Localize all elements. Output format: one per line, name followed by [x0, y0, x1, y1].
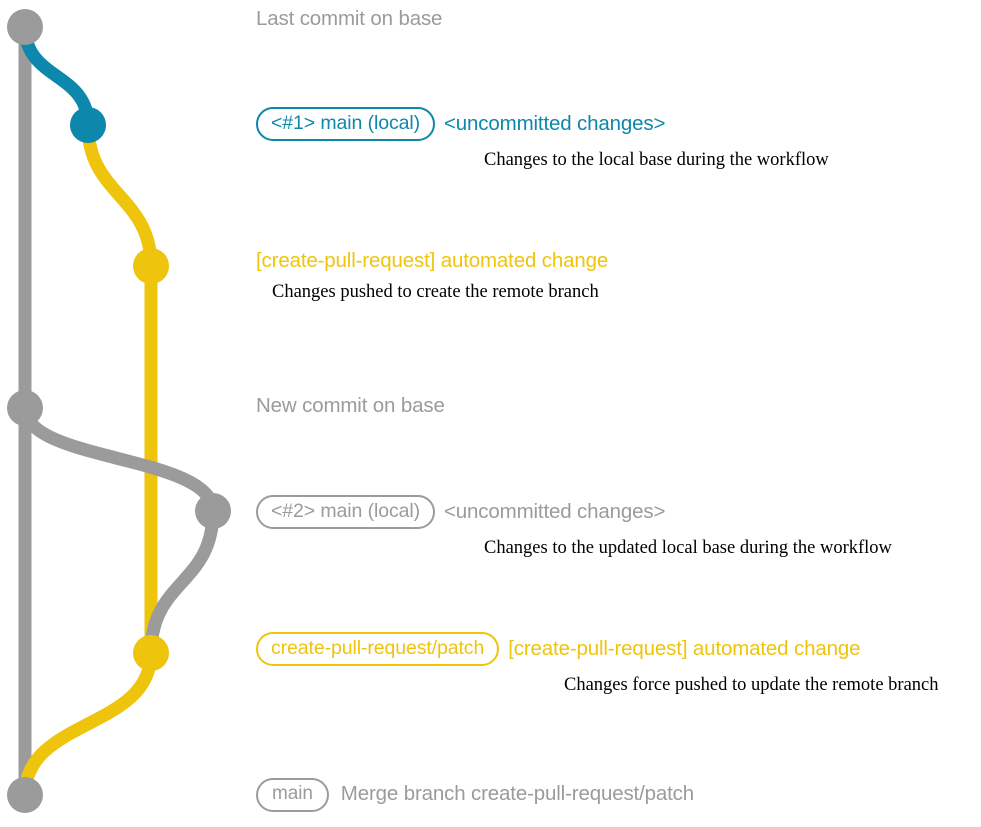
patch-merge-edge	[18, 646, 158, 802]
annotation-last-commit: Last commit on base	[256, 7, 443, 31]
annotation-local-1: <#1> main (local) <uncommitted changes> …	[256, 107, 829, 171]
branch-pill-patch[interactable]: create-pull-request/patch	[256, 632, 500, 667]
headline-local-2: <uncommitted changes>	[443, 499, 666, 523]
headline-local-1: <uncommitted changes>	[443, 111, 666, 135]
headline-merge: Merge branch create-pull-request/patch	[340, 782, 695, 806]
node-local-1[interactable]	[70, 107, 106, 143]
annotation-merge: main Merge branch create-pull-request/pa…	[256, 778, 694, 812]
branch-pill-local-2[interactable]: <#2> main (local)	[256, 495, 435, 530]
annotation-head: <#1> main (local) <uncommitted changes>	[256, 107, 829, 142]
annotation-head: <#2> main (local) <uncommitted changes>	[256, 495, 892, 530]
node-patch-commit-1[interactable]	[133, 248, 169, 284]
annotation-automated-change-1: [create-pull-request] automated change C…	[256, 249, 609, 302]
patch-branch-edge-1	[81, 118, 158, 273]
subtext-patch: Changes force pushed to update the remot…	[564, 675, 939, 696]
annotation-new-commit: New commit on base	[256, 394, 445, 418]
subtext-automated-change-1: Changes pushed to create the remote bran…	[272, 281, 599, 302]
headline-automated-change-1: [create-pull-request] automated change	[256, 249, 609, 272]
annotation-head: main Merge branch create-pull-request/pa…	[256, 778, 694, 812]
commit-graph	[7, 9, 231, 813]
headline-last-commit: Last commit on base	[256, 7, 443, 30]
annotation-head: Last commit on base	[256, 7, 443, 31]
annotation-head: create-pull-request/patch [create-pull-r…	[256, 632, 939, 667]
node-base-last-commit[interactable]	[7, 9, 43, 45]
subtext-local-1: Changes to the local base during the wor…	[484, 150, 829, 171]
annotation-head: New commit on base	[256, 394, 445, 418]
subtext-local-2: Changes to the updated local base during…	[484, 538, 892, 559]
annotation-patch: create-pull-request/patch [create-pull-r…	[256, 632, 939, 696]
annotation-head: [create-pull-request] automated change	[256, 249, 609, 273]
node-patch-commit-2[interactable]	[133, 635, 169, 671]
headline-new-commit: New commit on base	[256, 394, 445, 417]
branch-pill-local-1[interactable]: <#1> main (local)	[256, 107, 435, 142]
node-local-2[interactable]	[195, 493, 231, 529]
branch-pill-main[interactable]: main	[256, 778, 329, 812]
headline-automated-change-2: [create-pull-request] automated change	[508, 636, 861, 660]
node-base-merge[interactable]	[7, 777, 43, 813]
node-base-new-commit[interactable]	[7, 390, 43, 426]
local-2-branch-edge	[18, 401, 220, 518]
annotation-local-2: <#2> main (local) <uncommitted changes> …	[256, 495, 892, 559]
local-2-to-patch-edge	[144, 504, 220, 660]
